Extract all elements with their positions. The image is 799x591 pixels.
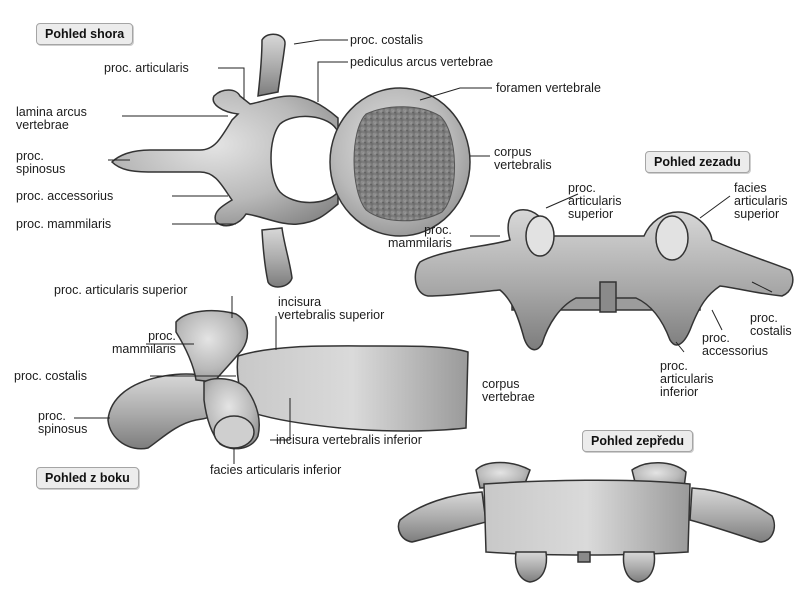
label-side-spinosus: proc. spinosus (38, 410, 87, 436)
label-top-pediculus: pediculus arcus vertebrae (350, 56, 493, 69)
label-top-foramen: foramen vertebrale (496, 82, 601, 95)
label-side-incisura-sup: incisura vertebralis superior (278, 296, 384, 322)
label-top-proc-costalis: proc. costalis (350, 34, 423, 47)
label-top-proc-articularis: proc. articularis (104, 62, 189, 75)
label-side-mammilaris: proc. mammilaris (112, 330, 176, 356)
label-back-facies-art-sup: facies articularis superior (734, 182, 788, 221)
label-back-mammilaris: proc. mammilaris (388, 224, 452, 250)
label-top-accessorius: proc. accessorius (16, 190, 113, 203)
label-side-facies-inf: facies articularis inferior (210, 464, 341, 477)
view-badge-front: Pohled zepředu (582, 430, 693, 452)
label-back-accessorius: proc. accessorius (702, 332, 768, 358)
label-top-mammilaris: proc. mammilaris (16, 218, 111, 231)
front-view-vertebra (399, 463, 775, 583)
label-side-costalis: proc. costalis (14, 370, 87, 383)
label-back-art-inf: proc. articularis inferior (660, 360, 714, 399)
label-back-art-sup: proc. articularis superior (568, 182, 622, 221)
view-badge-back: Pohled zezadu (645, 151, 750, 173)
label-top-spinosus: proc. spinosus (16, 150, 65, 176)
label-side-art-sup: proc. articularis superior (54, 284, 187, 297)
back-view-vertebra (415, 210, 792, 350)
label-side-incisura-inf: incisura vertebralis inferior (276, 434, 422, 447)
label-top-corpus: corpus vertebralis (494, 146, 552, 172)
view-badge-side: Pohled z boku (36, 467, 139, 489)
label-side-corpus: corpus vertebrae (482, 378, 535, 404)
label-top-lamina: lamina arcus vertebrae (16, 106, 87, 132)
view-badge-top: Pohled shora (36, 23, 133, 45)
